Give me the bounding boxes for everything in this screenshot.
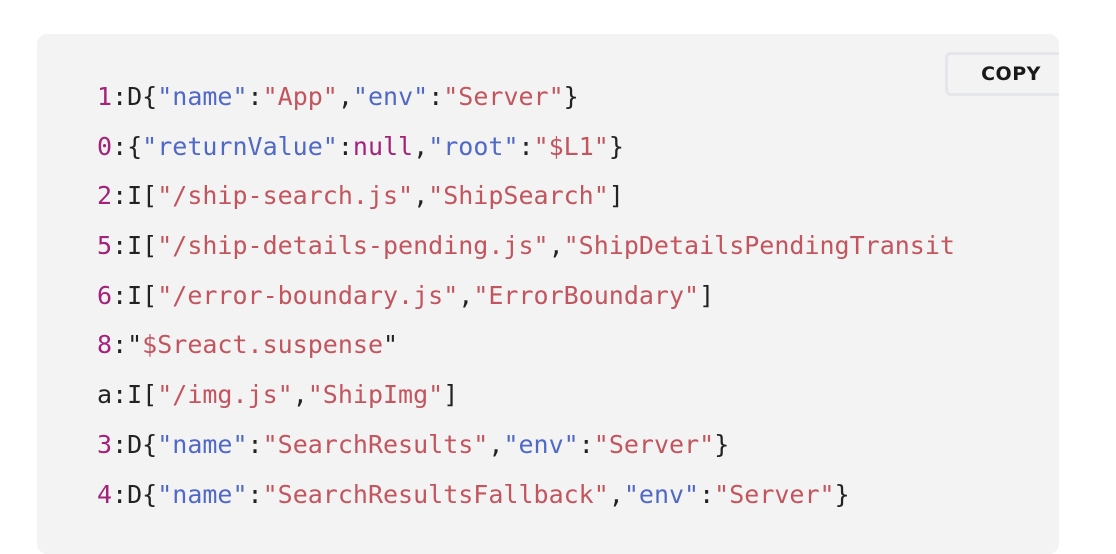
code-line-id: 4 (97, 479, 113, 509)
code-token: , (458, 280, 474, 310)
code-token: "/ship-search.js" (157, 181, 414, 211)
code-token: "name" (157, 82, 248, 111)
code-token: "Server" (443, 82, 564, 111)
code-token: , (548, 231, 564, 261)
code-token: null (352, 131, 414, 161)
code-line-id: a (97, 380, 113, 410)
code-token: "env" (352, 82, 429, 111)
code-token: "Server" (593, 429, 715, 459)
code-line-id: 1 (97, 82, 113, 111)
code-token: "ShipSearch" (428, 181, 609, 211)
code-token: , (488, 429, 504, 459)
code-token: "name" (157, 479, 248, 509)
code-token: "App" (262, 82, 338, 111)
code-token: "ShipDetailsPendingTransit (563, 231, 955, 261)
code-line: 3:D{"name":"SearchResults","env":"Server… (97, 420, 955, 470)
code-token: :D{ (112, 429, 158, 459)
code-token: :I[ (112, 181, 158, 211)
code-token: , (292, 380, 308, 410)
code-token: } (608, 131, 624, 161)
code-token: , (337, 82, 353, 111)
code-line-id: 2 (97, 181, 113, 211)
code-token: "SearchResultsFallback" (262, 479, 609, 509)
code-token: , (608, 479, 624, 509)
code-token: , (413, 131, 429, 161)
code-line-id: 3 (97, 429, 113, 459)
code-token: "/img.js" (157, 380, 293, 410)
code-token: } (834, 479, 850, 509)
code-token: "/ship-details-pending.js" (157, 231, 549, 261)
code-token: " (383, 330, 399, 360)
copy-button[interactable]: COPY (945, 52, 1059, 96)
code-token: :D{ (112, 479, 158, 509)
code-panel: COPY 1:D{"name":"App","env":"Server"}0:{… (37, 34, 1059, 554)
code-token: "root" (428, 131, 519, 161)
code-line-id: 5 (97, 231, 113, 261)
code-line: 8:"$Sreact.suspense" (97, 320, 955, 370)
code-token: "env" (503, 429, 579, 459)
code-token: : (699, 479, 715, 509)
code-token: "$L1" (533, 131, 609, 161)
code-token: $Sreact.suspense (142, 330, 383, 360)
code-token: "ErrorBoundary" (473, 280, 700, 310)
code-token: : (518, 131, 534, 161)
code-token: "SearchResults" (262, 429, 489, 459)
code-token: ] (699, 280, 715, 310)
code-token: : (428, 82, 444, 111)
code-token: "env" (623, 479, 700, 509)
code-token: : (247, 82, 263, 111)
code-line-id: 0 (97, 131, 113, 161)
code-line-id: 8 (97, 330, 113, 360)
code-token: :D{ (112, 82, 158, 111)
code-token: : (247, 429, 263, 459)
code-token: } (563, 82, 579, 111)
code-line: 0:{"returnValue":null,"root":"$L1"} (97, 122, 955, 172)
code-token: } (714, 429, 730, 459)
code-token: :{ (112, 131, 143, 161)
code-block: 1:D{"name":"App","env":"Server"}0:{"retu… (97, 72, 955, 519)
code-token: :I[ (112, 280, 158, 310)
code-token: : (247, 479, 263, 509)
code-token: "Server" (714, 479, 835, 509)
code-token: :I[ (112, 380, 158, 410)
code-token: "/error-boundary.js" (157, 280, 459, 310)
code-token: : (337, 131, 353, 161)
code-token: ] (443, 380, 459, 410)
code-token: :I[ (112, 231, 158, 261)
code-token: "ShipImg" (307, 380, 444, 410)
code-token: : (578, 429, 594, 459)
code-token: "returnValue" (142, 131, 338, 161)
code-line: 2:I["/ship-search.js","ShipSearch"] (97, 171, 955, 221)
code-token: , (413, 181, 429, 211)
code-line: a:I["/img.js","ShipImg"] (97, 370, 955, 420)
code-token: :" (112, 330, 143, 360)
code-line: 4:D{"name":"SearchResultsFallback","env"… (97, 470, 955, 520)
code-line: 1:D{"name":"App","env":"Server"} (97, 72, 955, 122)
code-line: 5:I["/ship-details-pending.js","ShipDeta… (97, 221, 955, 271)
code-line: 6:I["/error-boundary.js","ErrorBoundary"… (97, 271, 955, 321)
code-line-id: 6 (97, 280, 113, 310)
code-token: ] (608, 181, 624, 211)
code-token: "name" (157, 429, 248, 459)
